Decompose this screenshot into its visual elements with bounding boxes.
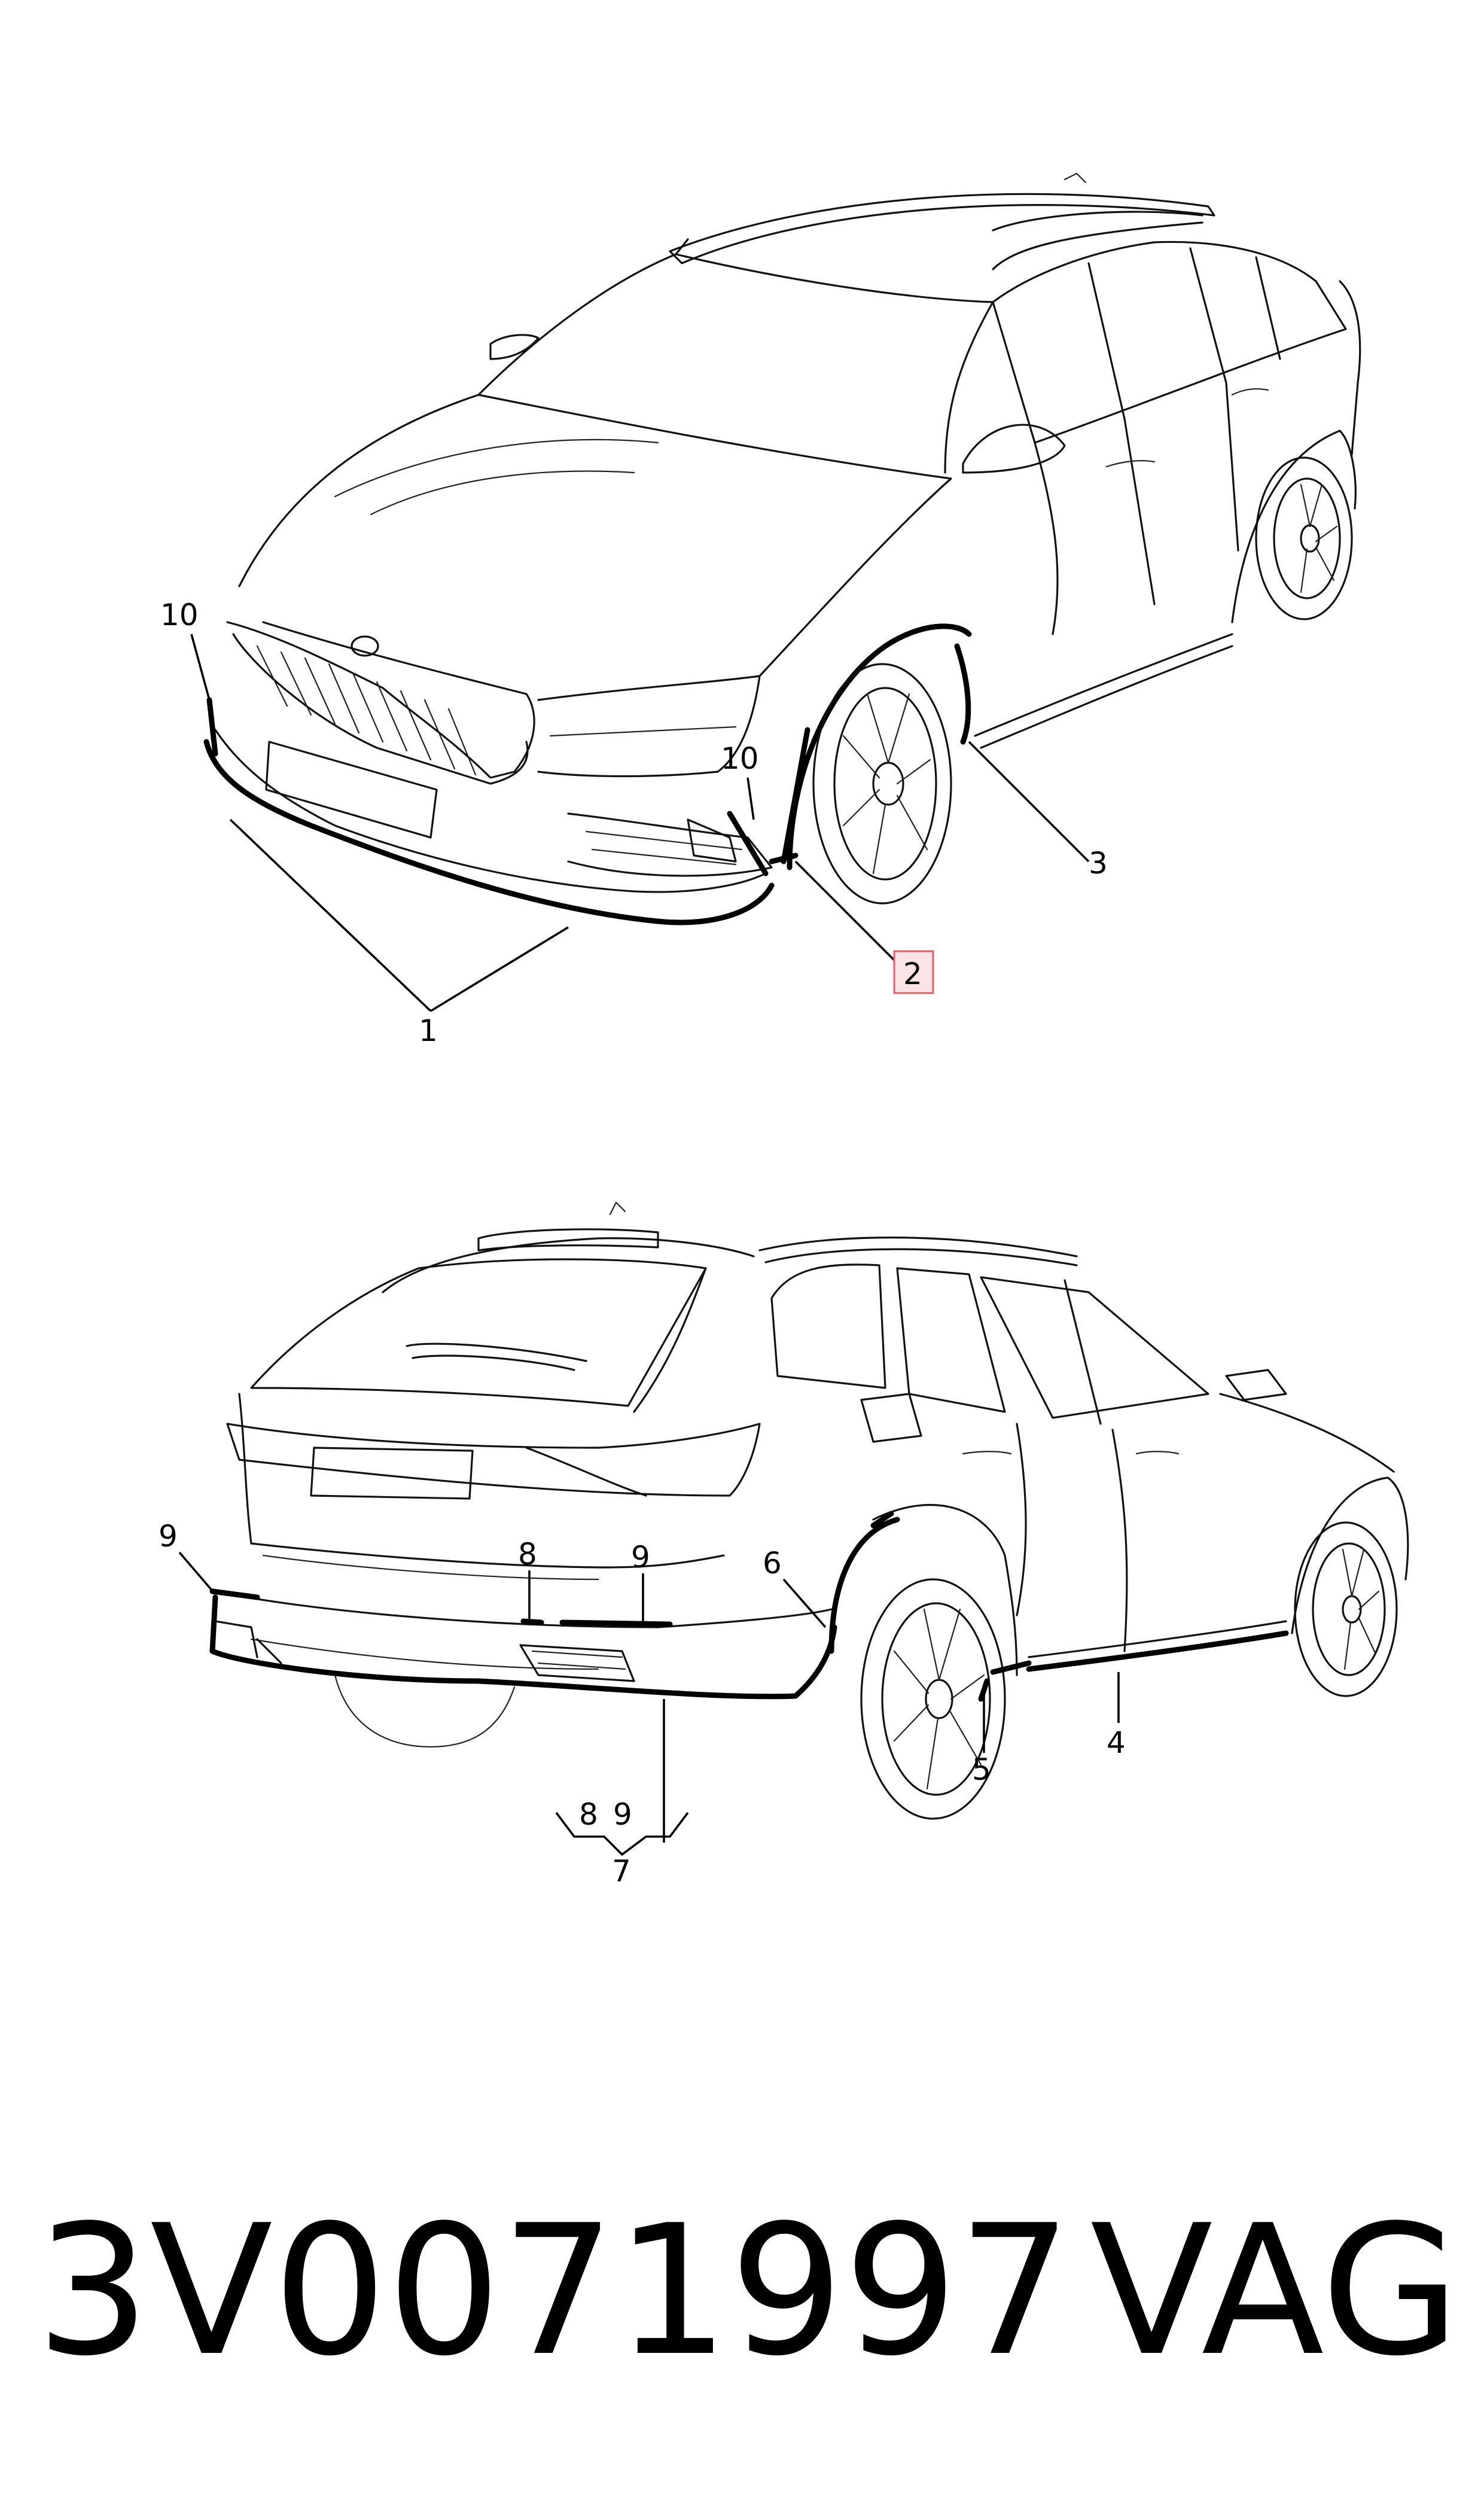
callout-9-left: 9 <box>159 1519 178 1554</box>
bottom-leader-lines <box>178 1551 1120 1856</box>
rear-car-drawing <box>209 1201 1409 1820</box>
rear-wheel-spokes <box>893 1608 985 1790</box>
callout-5: 5 <box>972 1752 991 1787</box>
brand-label: VAG <box>1090 2187 1460 2395</box>
callout-1-top: 1 <box>419 1013 438 1048</box>
callout-6: 6 <box>763 1546 782 1581</box>
callout-10-right: 10 <box>721 741 759 776</box>
callout-8: 8 <box>518 1537 537 1572</box>
front-wheel-spokes <box>842 693 931 875</box>
callout-9-sub: 9 <box>613 1797 632 1832</box>
grille-slats <box>256 645 477 776</box>
bottom-callouts: 9 8 9 6 5 4 8 9 7 <box>159 1519 1126 1889</box>
callout-3-top: 3 <box>1089 846 1108 881</box>
part-number: 3V0071997 <box>36 2187 1072 2395</box>
callout-9-mid: 9 <box>631 1540 650 1575</box>
front-car-drawing <box>203 172 1361 925</box>
top-callouts: 1 2 3 10 10 <box>160 598 1108 1048</box>
callout-4: 4 <box>1107 1725 1126 1760</box>
top-leader-lines <box>190 634 1090 1012</box>
callout-2-top: 2 <box>903 957 922 991</box>
callout-2-highlight <box>893 950 934 994</box>
callout-8-sub: 8 <box>579 1797 598 1832</box>
callout-10-left: 10 <box>160 598 199 632</box>
callout-7: 7 <box>612 1854 631 1889</box>
